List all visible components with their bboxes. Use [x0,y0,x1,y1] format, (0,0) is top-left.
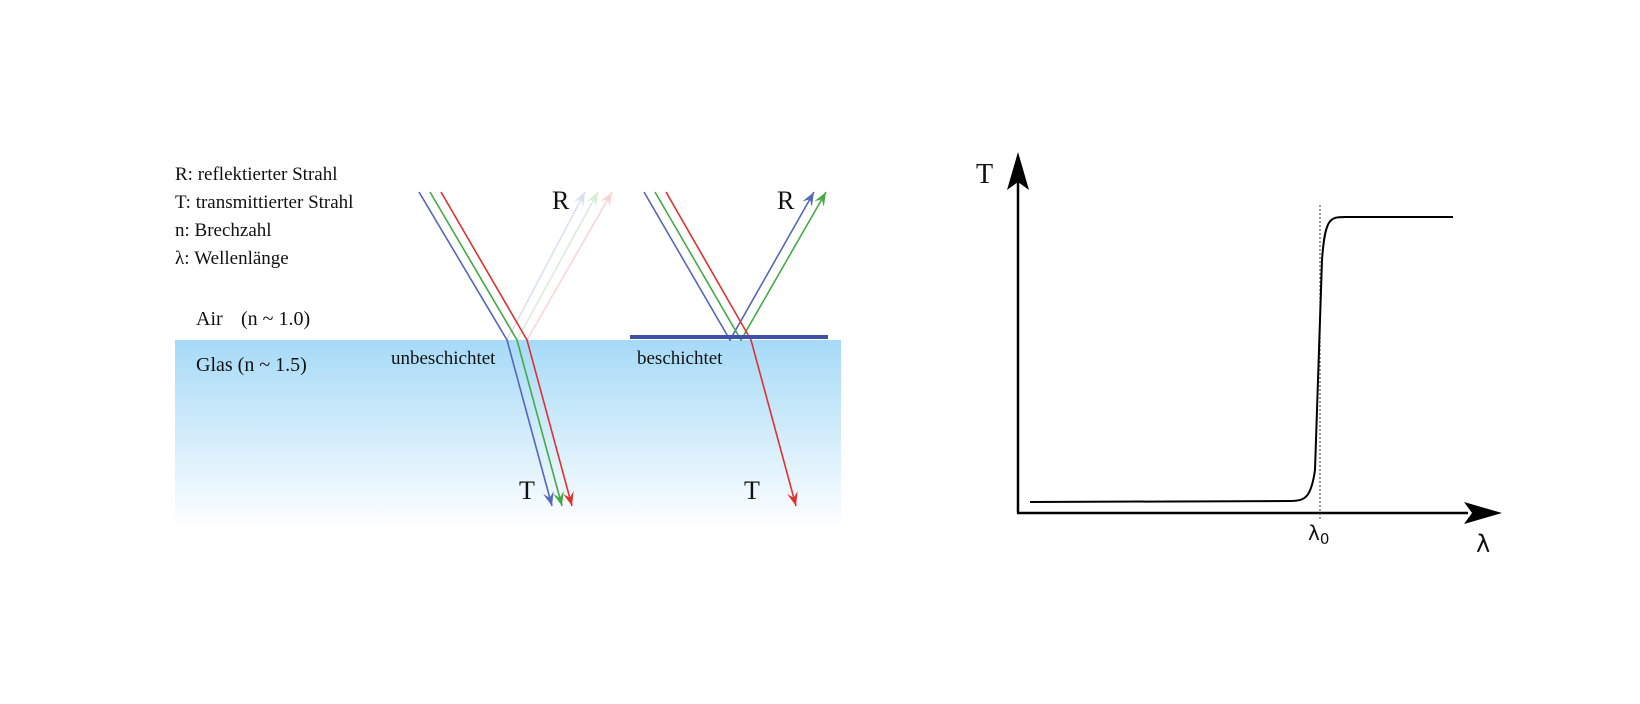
uncoated-rays [418,191,613,507]
coated-blue-ray-arrowhead [802,192,814,207]
glass-label: Glas (n ~ 1.5) [196,354,307,376]
uncoated-green-reflected-ray [516,191,599,341]
coated-rays [643,191,827,507]
transmission-curve [1029,216,1453,503]
cutoff-label-symbol: λ [1308,521,1320,545]
coating-layer [630,335,828,339]
uncoated-reflected-label: R [552,186,570,215]
legend-line-reflected: R: reflektierter Strahl [175,164,338,185]
uncoated-blue-transmitted-ray [418,191,554,507]
legend: R: reflektierter Strahl T: transmittiert… [175,164,353,269]
air-label: Air [196,308,223,330]
coated-label: beschichtet [637,348,723,369]
coated-red-ray-arrowhead [787,491,798,506]
coated-green-ray [654,191,827,342]
legend-line-transmitted: T: transmittierter Strahl [175,192,353,213]
cutoff-label-subscript: 0 [1320,530,1330,548]
air-index-label: (n ~ 1.0) [241,308,310,330]
coated-transmitted-label: T [744,476,760,505]
uncoated-label: unbeschichtet [391,348,496,369]
x-axis-arrowhead [1464,502,1502,524]
uncoated-blue-reflected-ray [506,191,586,341]
uncoated-blue-transmitted-ray-arrowhead [543,491,554,506]
uncoated-red-reflected-ray-arrowhead [600,192,612,207]
uncoated-blue-reflected-ray-arrowhead [573,192,585,207]
transmission-graph: T λ λ0 [976,152,1502,558]
cutoff-label: λ0 [1308,521,1329,548]
legend-line-wavelength: λ: Wellenlänge [175,248,289,269]
x-axis-label: λ [1476,530,1490,558]
coated-green-ray-arrowhead [814,192,826,207]
y-axis-label: T [976,159,993,190]
uncoated-red-transmitted-ray-arrowhead [563,491,574,506]
glass-block [175,340,841,530]
uncoated-red-reflected-ray [526,191,613,341]
uncoated-green-transmitted-ray [429,191,564,507]
y-axis-arrowhead [1007,152,1029,190]
uncoated-transmitted-label: T [519,476,535,505]
coated-red-ray [665,191,798,507]
legend-line-refractive-index: n: Brechzahl [175,220,272,241]
uncoated-red-transmitted-ray [440,191,574,507]
uncoated-green-reflected-ray-arrowhead [586,192,598,207]
coated-reflected-label: R [777,186,795,215]
uncoated-green-transmitted-ray-arrowhead [553,491,564,506]
coated-blue-ray [643,191,815,342]
